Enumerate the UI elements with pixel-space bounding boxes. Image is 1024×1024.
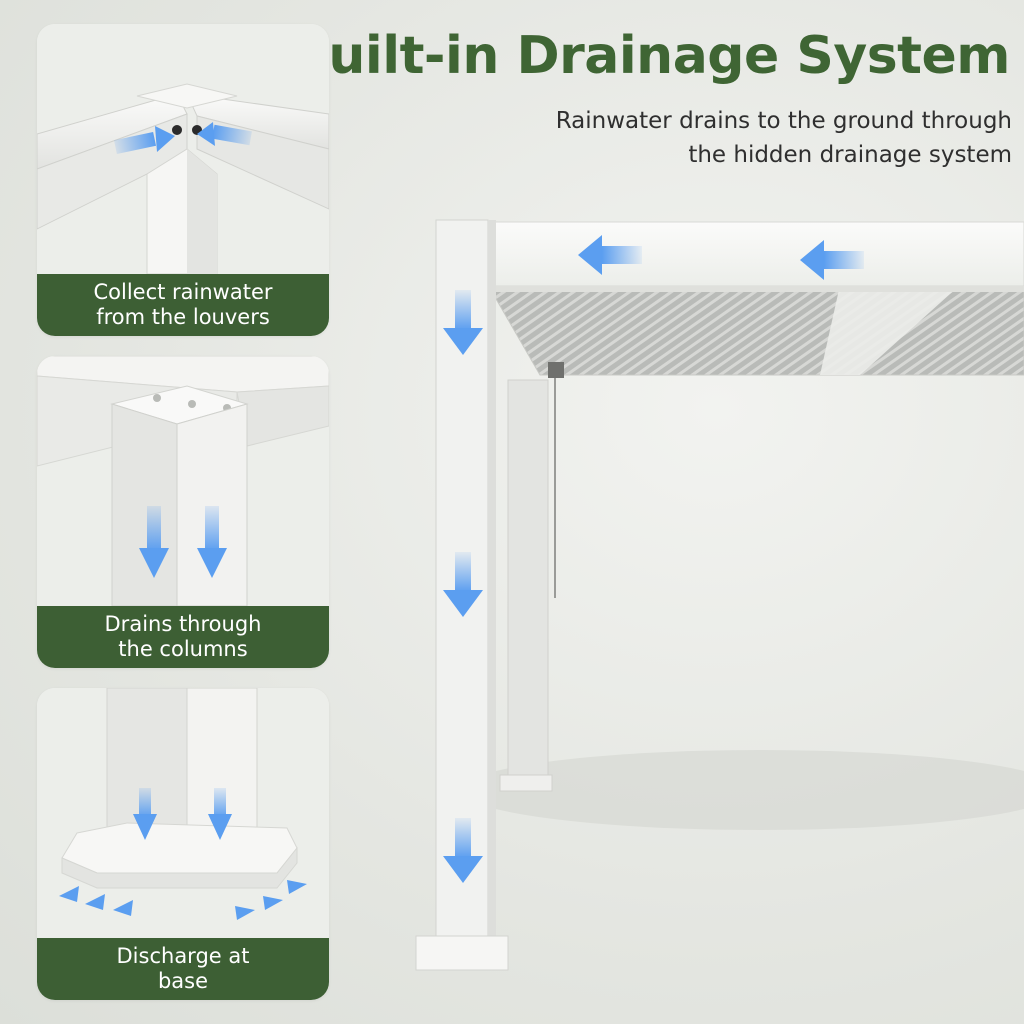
arrow-icon [443, 290, 483, 355]
beam-corner-illustration [37, 24, 329, 336]
subtitle-line-2: the hidden drainage system [688, 142, 1012, 168]
arrow-icon [443, 552, 483, 617]
page-title: Built-in Drainage System [289, 26, 1010, 86]
card-caption: Collect rainwater from the louvers [37, 274, 329, 336]
caption-line-2: from the louvers [96, 305, 270, 329]
pergola-scene [415, 219, 1024, 971]
caption-line-2: base [157, 969, 209, 993]
card-caption: Drains through the columns [37, 606, 329, 668]
arrow-icon [133, 788, 157, 840]
arrow-icon [139, 506, 169, 578]
arrow-icon [197, 122, 252, 146]
caption-line-1: Collect rainwater [93, 280, 273, 304]
caption-line-2: the columns [118, 637, 248, 661]
page-subtitle: Rainwater drains to the ground through t… [492, 104, 1012, 172]
arrow-icon [59, 880, 307, 920]
arrow-icon [578, 235, 642, 275]
arrow-icon [197, 506, 227, 578]
arrow-icon [443, 818, 483, 883]
card-collect-rainwater: Collect rainwater from the louvers [37, 24, 329, 336]
arrow-icon [208, 788, 232, 840]
arrow-icon [800, 240, 864, 280]
arrow-icon [113, 126, 175, 155]
caption-line-1: Drains through [104, 612, 262, 636]
caption-line-1: Discharge at [116, 944, 250, 968]
subtitle-line-1: Rainwater drains to the ground through [555, 108, 1012, 134]
card-discharge-base: Discharge at base [37, 688, 329, 1000]
card-caption: Discharge at base [37, 938, 329, 1000]
card-drains-columns: Drains through the columns [37, 356, 329, 668]
